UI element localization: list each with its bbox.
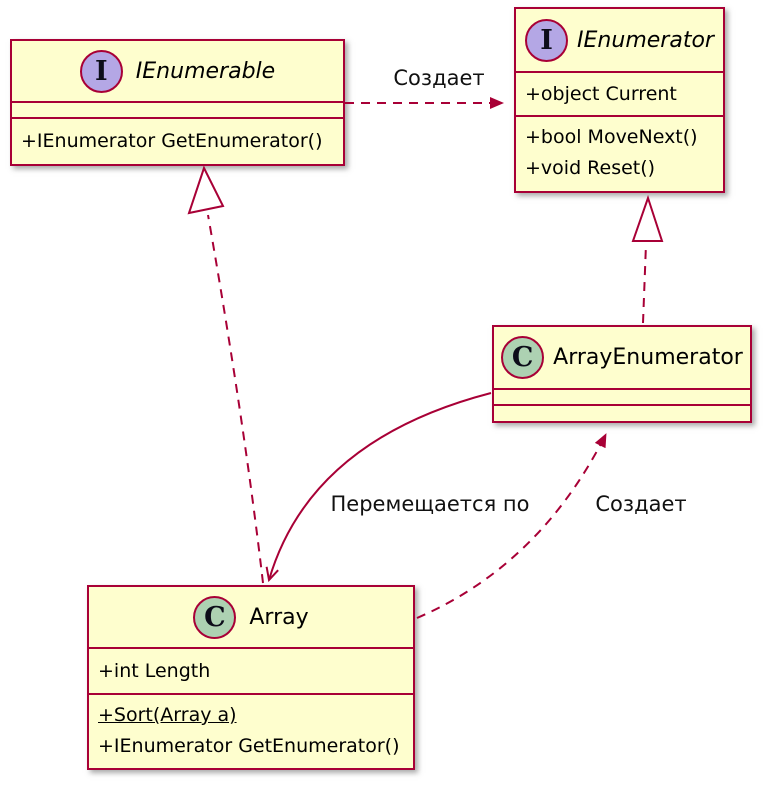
class-header: C ArrayEnumerator (494, 327, 750, 388)
dependency-edge-creates-mid (416, 433, 607, 619)
class-box-array: C Array +int Length +Sort(Array a) +IEnu… (87, 585, 415, 770)
methods-compartment-empty (494, 404, 750, 421)
fields-compartment-empty (12, 101, 343, 117)
class-member-static: +Sort(Array a) (98, 704, 237, 726)
class-badge-icon: C (193, 595, 237, 639)
class-member: +void Reset() (525, 157, 656, 179)
badge-letter: I (94, 55, 108, 87)
badge-letter: C (204, 601, 226, 633)
interface-badge-icon: I (525, 18, 569, 62)
association-edge-traverses (265, 392, 492, 583)
realization-triangle-ienumerable (187, 165, 225, 215)
class-box-arrayenumerator: C ArrayEnumerator (492, 325, 752, 423)
badge-letter: I (540, 24, 553, 56)
fields-compartment: +object Current (516, 71, 723, 115)
class-box-ienumerator: I IEnumerator +object Current +bool Move… (514, 7, 725, 193)
class-badge-icon: C (501, 336, 545, 379)
class-header: I IEnumerable (12, 41, 343, 101)
class-member: +object Current (525, 82, 677, 105)
class-header: I IEnumerator (516, 9, 723, 71)
edge-label-creates-top: Создает (393, 66, 485, 90)
methods-compartment: +bool MoveNext() +void Reset() (516, 115, 723, 191)
class-title: ArrayEnumerator (553, 345, 743, 370)
class-title: IEnumerable (135, 58, 276, 84)
class-title: Array (249, 604, 309, 630)
edge-label-creates-mid: Создает (595, 492, 687, 516)
methods-compartment: +Sort(Array a) +IEnumerator GetEnumerato… (89, 693, 413, 768)
badge-letter: C (511, 342, 534, 373)
interface-badge-icon: I (79, 49, 123, 93)
fields-compartment-empty (494, 388, 750, 404)
class-title: IEnumerator (577, 27, 714, 53)
class-member: +IEnumerator GetEnumerator() (98, 735, 400, 757)
edge-label-traverses: Перемещается по (330, 492, 530, 516)
class-member: +bool MoveNext() (525, 126, 698, 148)
realization-triangle-ienumerator (631, 194, 664, 242)
class-member: +int Length (98, 659, 211, 682)
fields-compartment: +int Length (89, 647, 413, 693)
realization-edge-array-ienumerable (207, 214, 264, 584)
class-header: C Array (89, 587, 413, 647)
realization-edge-arrayenumerator-ienumerator (642, 243, 647, 324)
methods-compartment: +IEnumerator GetEnumerator() (12, 117, 343, 164)
class-box-ienumerable: I IEnumerable +IEnumerator GetEnumerator… (10, 39, 345, 166)
class-member: +IEnumerator GetEnumerator() (21, 130, 323, 152)
